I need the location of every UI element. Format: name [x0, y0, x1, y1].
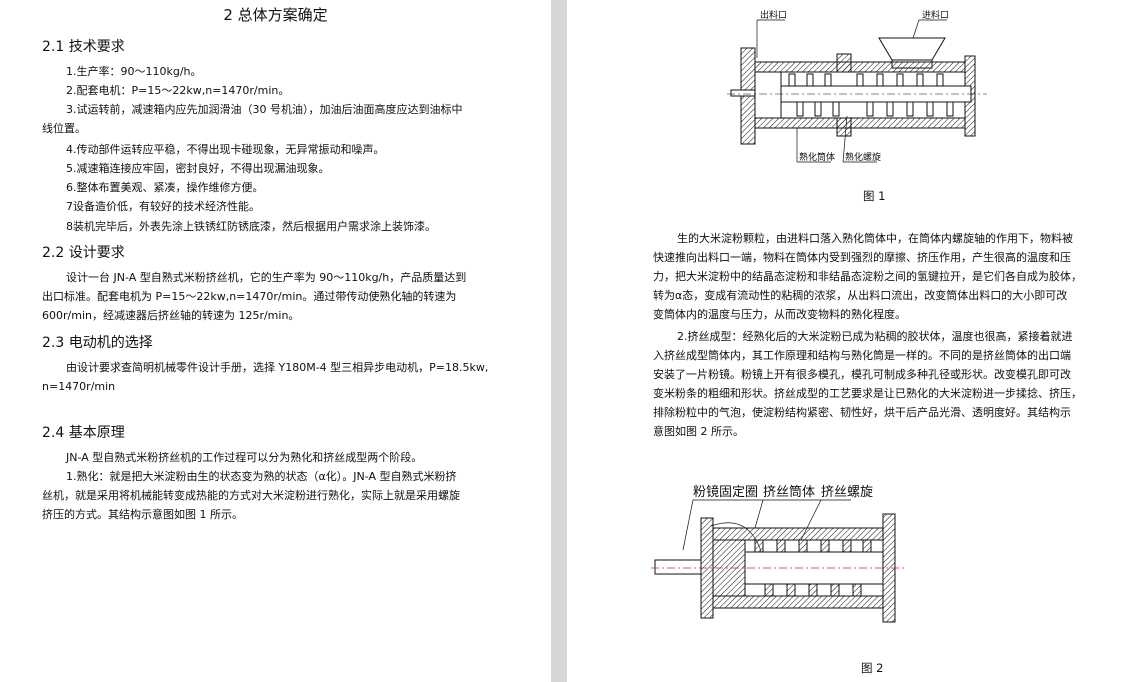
req-item-8: 8装机完毕后，外表先涂上铁锈红防锈底漆，然后根据用户需求涂上装饰漆。	[66, 220, 436, 233]
req-item-2: 2.配套电机：P=15～22kw,n=1470r/min。	[66, 84, 290, 97]
req-item-5: 5.减速箱连接应牢固，密封良好，不得出现漏油现象。	[66, 162, 330, 175]
req-item-7: 7设备造价低，有较好的技术经济性能。	[66, 200, 260, 213]
principle-line-4: 挤压的方式。其结构示意图如图 1 所示。	[42, 508, 243, 521]
para2-line-3: 安装了一片粉镜。粉镜上开有很多模孔，模孔可制成多种孔径或形状。改变模孔即可改	[653, 368, 1071, 381]
para1-line-2: 快速推向出料口一端，物料在筒体内受到强烈的摩擦、挤压作用，产生很高的温度和压	[653, 251, 1071, 264]
para2-line-6: 意图如图 2 所示。	[653, 425, 744, 438]
design-line-2: 出口标准。配套电机为 P=15～22kw,n=1470r/min。通过带传动使熟…	[42, 290, 457, 303]
req-item-3: 3.试运转前，减速箱内应先加润滑油（30 号机油），加油后油面高度应达到油标中	[66, 103, 463, 116]
req-item-6: 6.整体布置美观、紧凑，操作维修方便。	[66, 181, 264, 194]
principle-line-3: 丝机，就是采用将机械能转变成热能的方式对大米淀粉进行熟化，实际上就是采用螺旋	[42, 489, 460, 502]
section-title: 2 总体方案确定	[223, 6, 328, 24]
label-die-ring: 粉镜固定圈	[693, 485, 758, 500]
heading-2-2: 2.2 设计要求	[42, 245, 125, 261]
label-extrusion-screw: 挤丝螺旋	[821, 485, 873, 500]
figure-1-curing-extruder: 出料口 进料口	[727, 9, 987, 163]
principle-line-1: JN-A 型自熟式米粉挤丝机的工作过程可以分为熟化和挤丝成型两个阶段。	[66, 451, 423, 464]
heading-2-1: 2.1 技术要求	[42, 39, 125, 55]
heading-2-4: 2.4 基本原理	[42, 425, 125, 441]
figure-1-caption: 图 1	[863, 189, 886, 203]
label-inlet: 进料口	[922, 9, 949, 21]
para2-line-4: 变米粉条的粗细和形状。挤丝成型的工艺要求是让已熟化的大米淀粉进一步揉捻、挤压，	[653, 387, 1082, 400]
motor-line-2: n=1470r/min	[42, 380, 116, 393]
req-item-1: 1.生产率：90～110kg/h。	[66, 65, 202, 78]
para1-line-3: 力，把大米淀粉中的结晶态淀粉和非结晶态淀粉之间的氢键拉开，是它们各自成为胶体，	[653, 270, 1082, 283]
left-page: 2 总体方案确定 2.1 技术要求 1.生产率：90～110kg/h。 2.配套…	[0, 0, 551, 682]
label-curing-barrel: 熟化筒体	[799, 151, 835, 163]
motor-line-1: 由设计要求查简明机械零件设计手册，选择 Y180M-4 型三相异步电动机，P=1…	[66, 361, 489, 374]
para2-line-2: 入挤丝成型筒体内，其工作原理和结构与熟化筒是一样的。不同的是挤丝筒体的出口端	[653, 349, 1071, 362]
design-line-3: 600r/min，经减速器后挤丝轴的转速为 125r/min。	[42, 309, 300, 322]
req-item-3-cont: 线位置。	[42, 122, 86, 135]
figure-2-caption: 图 2	[861, 661, 884, 675]
para1-line-1: 生的大米淀粉颗粒，由进料口落入熟化筒体中，在筒体内螺旋轴的作用下，物料被	[677, 232, 1073, 245]
right-page: 出料口 进料口	[567, 0, 1136, 682]
label-curing-screw: 熟化螺旋	[845, 151, 881, 163]
para1-line-5: 变筒体内的温度与压力，从而改变物料的熟化程度。	[653, 308, 906, 321]
label-outlet: 出料口	[760, 9, 787, 21]
label-extrusion-barrel: 挤丝筒体	[763, 484, 815, 500]
para1-line-4: 转为α态，变成有流动性的粘稠的浓浆，从出料口流出，改变筒体出料口的大小即可改	[653, 289, 1068, 302]
design-line-1: 设计一台 JN-A 型自熟式米粉挤丝机，它的生产率为 90～110kg/h，产品…	[66, 271, 467, 284]
para2-line-1: 2.挤丝成型：经熟化后的大米淀粉已成为粘稠的胶状体，温度也很高，紧接着就进	[677, 330, 1073, 343]
heading-2-3: 2.3 电动机的选择	[42, 335, 153, 351]
figure-2-extrusion-barrel: 粉镜固定圈 挤丝筒体 挤丝螺旋	[651, 484, 907, 623]
principle-line-2: 1.熟化：就是把大米淀粉由生的状态变为熟的状态（α化）。JN-A 型自熟式米粉挤	[66, 470, 457, 483]
para2-line-5: 排除粉粒中的气泡，使淀粉结构紧密、韧性好，烘干后产品光滑、透明度好。其结构示	[653, 406, 1071, 419]
req-item-4: 4.传动部件运转应平稳，不得出现卡碰现象，无异常振动和噪声。	[66, 143, 385, 156]
